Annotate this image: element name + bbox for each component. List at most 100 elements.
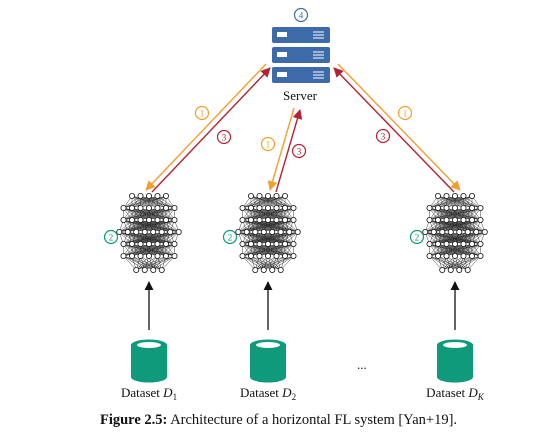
nn-edge: [123, 207, 141, 221]
nn-edge: [144, 219, 175, 233]
nn-edge: [467, 255, 481, 271]
nn-edge: [255, 255, 294, 271]
nn-node: [150, 228, 157, 235]
nn-edge: [242, 207, 269, 221]
nn-node: [464, 228, 471, 235]
nn-node: [426, 216, 433, 223]
nn-node: [460, 204, 467, 211]
nn-node: [256, 204, 263, 211]
nn-edge: [429, 243, 464, 257]
nn-node: [290, 216, 297, 223]
nn-node: [451, 216, 458, 223]
nn-node: [443, 204, 450, 211]
nn-edge: [123, 243, 150, 257]
nn-edge: [242, 207, 277, 221]
nn-node: [434, 216, 441, 223]
nn-edge: [442, 255, 473, 271]
nn-node: [451, 240, 458, 247]
nn-node: [264, 216, 271, 223]
nn-edge: [463, 243, 481, 257]
nn-edge: [123, 207, 158, 221]
nn-edge: [123, 207, 150, 221]
nn-edge: [140, 195, 167, 209]
nn-edge: [242, 195, 277, 209]
nn-edge: [429, 207, 464, 221]
step-1-badge-right: 1: [397, 105, 413, 121]
step-3-badge-right: 3: [375, 128, 391, 144]
nn-edge: [442, 255, 456, 271]
nn-node: [256, 216, 263, 223]
nn-node: [128, 204, 135, 211]
neural-network-client-k: [422, 192, 488, 273]
nn-node: [422, 228, 429, 235]
nn-edge: [429, 195, 447, 209]
nn-node: [290, 252, 297, 259]
nn-node: [443, 240, 450, 247]
nn-edge: [123, 243, 141, 257]
svg-text:3: 3: [297, 147, 302, 157]
nn-node: [171, 204, 178, 211]
nn-node: [145, 192, 152, 199]
svg-text:1: 1: [200, 109, 205, 119]
nn-edge: [242, 243, 269, 257]
nn-node: [247, 192, 254, 199]
nn-edge: [242, 231, 273, 245]
nn-node: [456, 266, 463, 273]
nn-node: [426, 240, 433, 247]
nn-edge: [267, 231, 298, 245]
arrow-return-update-mid: [275, 109, 303, 193]
nn-node: [260, 228, 267, 235]
nn-edge: [429, 207, 456, 221]
dataset-label-2: Dataset D2: [239, 385, 297, 402]
nn-node: [434, 240, 441, 247]
nn-edge: [153, 255, 175, 271]
nn-node: [260, 266, 267, 273]
nn-node: [162, 252, 169, 259]
nn-edge: [148, 231, 179, 245]
nn-edge: [161, 255, 175, 271]
nn-edge: [157, 243, 175, 257]
svg-text:1: 1: [403, 109, 408, 119]
nn-edge: [459, 255, 481, 271]
nn-edge: [459, 219, 481, 233]
nn-node: [162, 204, 169, 211]
dataset-label-k: Dataset DK: [426, 385, 484, 402]
step-2-badge-client-k: 2: [409, 229, 425, 245]
nn-node: [456, 228, 463, 235]
nn-node: [247, 240, 254, 247]
nn-node: [264, 204, 271, 211]
nn-edge: [425, 219, 447, 233]
nn-node: [243, 228, 250, 235]
nn-node: [154, 192, 161, 199]
nn-edge: [446, 243, 481, 257]
nn-node: [447, 266, 454, 273]
caption-text: Architecture of a horizontal FL system […: [170, 412, 458, 428]
svg-text:4: 4: [299, 11, 304, 21]
nn-edge: [242, 231, 264, 245]
nn-node: [277, 266, 284, 273]
nn-edge: [123, 195, 158, 209]
nn-node: [468, 204, 475, 211]
nn-node: [468, 252, 475, 259]
nn-edge: [148, 207, 175, 221]
nn-edge: [242, 243, 277, 257]
nn-edge: [157, 231, 179, 245]
nn-edge: [123, 231, 145, 245]
nn-edge: [242, 195, 269, 209]
nn-node: [154, 252, 161, 259]
nn-edge: [140, 243, 175, 257]
nn-edge: [123, 243, 158, 257]
nn-edge: [136, 255, 158, 271]
nn-node: [294, 228, 301, 235]
nn-node: [286, 228, 293, 235]
nn-edge: [429, 243, 447, 257]
nn-node: [273, 204, 280, 211]
nn-node: [252, 266, 259, 273]
nn-edge: [238, 219, 260, 233]
nn-edge: [242, 255, 256, 271]
nn-edge: [450, 255, 481, 271]
nn-edge: [442, 255, 481, 271]
nn-edge: [276, 207, 294, 221]
nn-node: [154, 240, 161, 247]
nn-edge: [429, 255, 443, 271]
